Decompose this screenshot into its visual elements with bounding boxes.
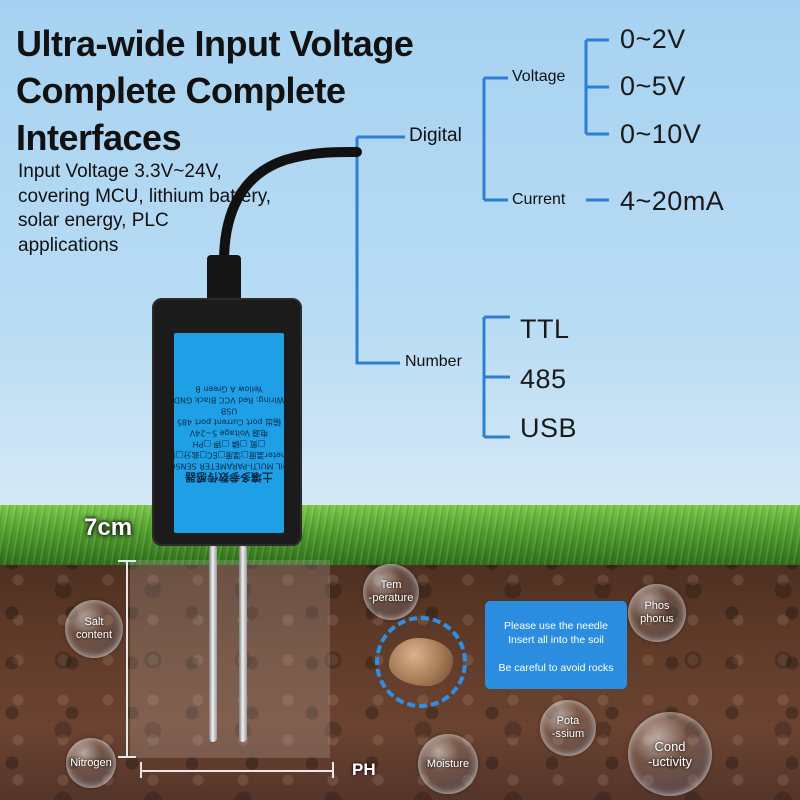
warning-line-3: Be careful to avoid rocks [498, 662, 614, 674]
bubble-moisture-label: Moisture [426, 757, 470, 770]
rock-highlight-ring [375, 616, 467, 708]
rock-icon [389, 638, 453, 686]
number-option-ttl: TTL [520, 314, 570, 344]
voltage-option-10v: 0~10V [620, 119, 702, 149]
bubble-cond-line-2: -uctivity [647, 754, 693, 769]
depth-label: 7cm [84, 514, 133, 541]
sensor-cable-collar [207, 255, 241, 301]
bubble-salt-line-1: Salt [84, 616, 104, 628]
bubble-conductivity: Cond-uctivity [628, 712, 712, 796]
bubble-pota-line-1: Pota [556, 715, 580, 727]
headline-line-2: Complete Complete [16, 70, 346, 111]
bubble-phos-line-2: phorus [640, 613, 674, 625]
sticker-line-2: □氮 □磷 □钾 □PH [192, 439, 266, 449]
ph-label: PH [352, 760, 376, 779]
bubble-temp-line-2: -perature [368, 592, 414, 604]
intro-line-2: covering MCU, lithium battery, [18, 185, 272, 207]
sensor-sticker: 土壤多参数传感器 SOIL MULTI-PARAMETER SENSOR Par… [174, 333, 284, 533]
width-line [140, 770, 334, 772]
installation-warning: Please use the needle Insert all into th… [485, 601, 627, 689]
tree-label-digital: Digital [409, 125, 462, 146]
sticker-subtitle: SOIL MULTI-PARAMETER SENSOR [174, 461, 284, 471]
grass [0, 505, 800, 565]
bubble-pota-line-2: -ssium [551, 728, 585, 740]
bracket-voltage [584, 38, 609, 136]
intro-line-3: solar energy, PLC [18, 210, 169, 231]
width-tick-right [332, 762, 334, 778]
intro-text: Input Voltage 3.3V~24V, covering MCU, li… [18, 160, 318, 258]
bubble-temperature: Tem-perature [363, 564, 419, 620]
sticker-line-5: USB [220, 406, 238, 416]
voltage-option-5v: 0~5V [620, 71, 686, 101]
bubble-nitrogen-label: Nitrogen [70, 756, 112, 769]
warning-line-1: Please use the needle [504, 620, 608, 632]
bubble-potassium: Pota-ssium [540, 700, 596, 756]
tree-label-current: Current [512, 191, 566, 208]
sticker-line-3: 电源 Voltage 5~24V [189, 428, 269, 438]
sensor-needle-left [209, 546, 217, 742]
bubble-cond-line-1: Cond [654, 739, 686, 754]
voltage-option-2v: 0~2V [620, 24, 686, 54]
headline-line-3: Interfaces [16, 117, 182, 158]
sticker-line-6: Wiring: Red VCC Black GND [174, 395, 284, 405]
sticker-line-4: 输出 port Current port 485 [176, 417, 282, 427]
current-option-4-20ma: 4~20mA [620, 186, 725, 216]
sticker-title: 土壤多参数传感器 [185, 470, 273, 484]
bubble-phos-line-1: Phos [644, 600, 670, 612]
headline: Ultra-wide Input Voltage Complete Comple… [16, 20, 486, 161]
bracket-root-vertical [355, 137, 400, 365]
sticker-text: 土壤多参数传感器 SOIL MULTI-PARAMETER SENSOR Par… [174, 384, 284, 484]
bubble-salt-line-2: content [75, 629, 113, 641]
depth-tick-bottom [118, 756, 136, 758]
depth-zone [130, 560, 330, 758]
intro-line-4: applications [18, 234, 119, 256]
tree-label-number: Number [405, 353, 462, 370]
warning-line-2: Insert all into the soil [508, 634, 604, 646]
sticker-line-7: Yellow A Green B [195, 384, 263, 394]
tree-label-voltage: Voltage [512, 68, 566, 85]
sticker-line-1: Parameter温度□湿度□EC□盐分□氮磷钾 [174, 450, 284, 460]
width-tick-left [140, 762, 142, 778]
intro-line-1: Input Voltage 3.3V~24V, [18, 161, 222, 182]
bubble-moisture: Moisture [418, 734, 478, 794]
depth-tick-top [118, 560, 136, 562]
bubble-nitrogen: Nitrogen [66, 738, 116, 788]
number-option-usb: USB [520, 413, 578, 443]
number-option-485: 485 [520, 364, 567, 394]
bubble-temp-line-1: Tem [380, 579, 402, 591]
bracket-number [482, 315, 510, 439]
depth-line-vertical [126, 560, 128, 758]
headline-line-1: Ultra-wide Input Voltage [16, 23, 414, 64]
sensor-needle-right [239, 546, 247, 742]
